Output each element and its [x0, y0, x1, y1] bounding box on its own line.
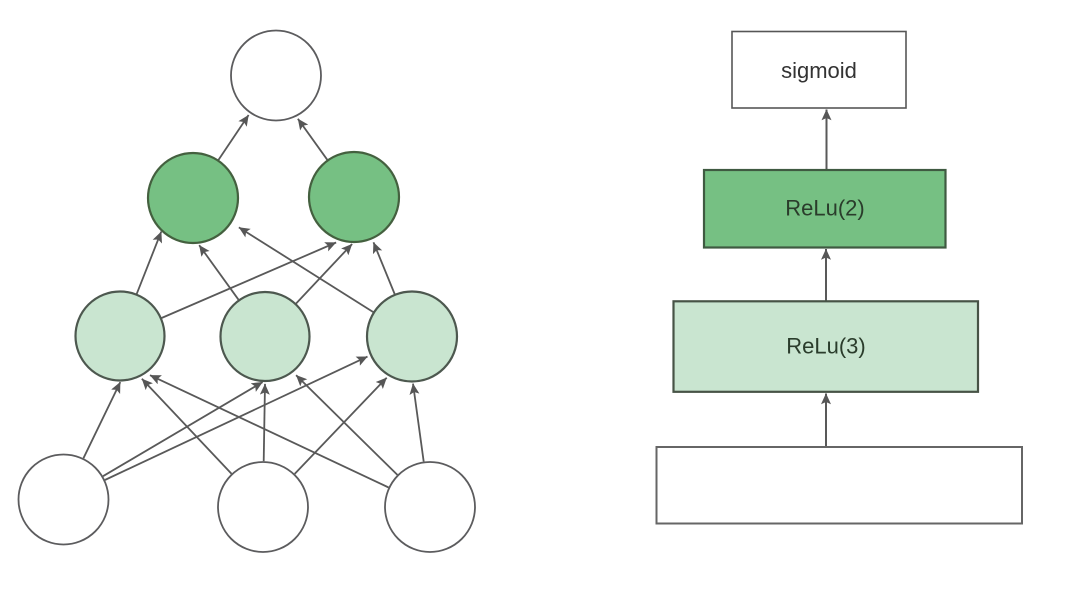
svg-text:sigmoid: sigmoid — [781, 58, 857, 83]
svg-text:ReLu(2): ReLu(2) — [785, 196, 864, 221]
svg-text:ReLu(3): ReLu(3) — [786, 334, 865, 359]
